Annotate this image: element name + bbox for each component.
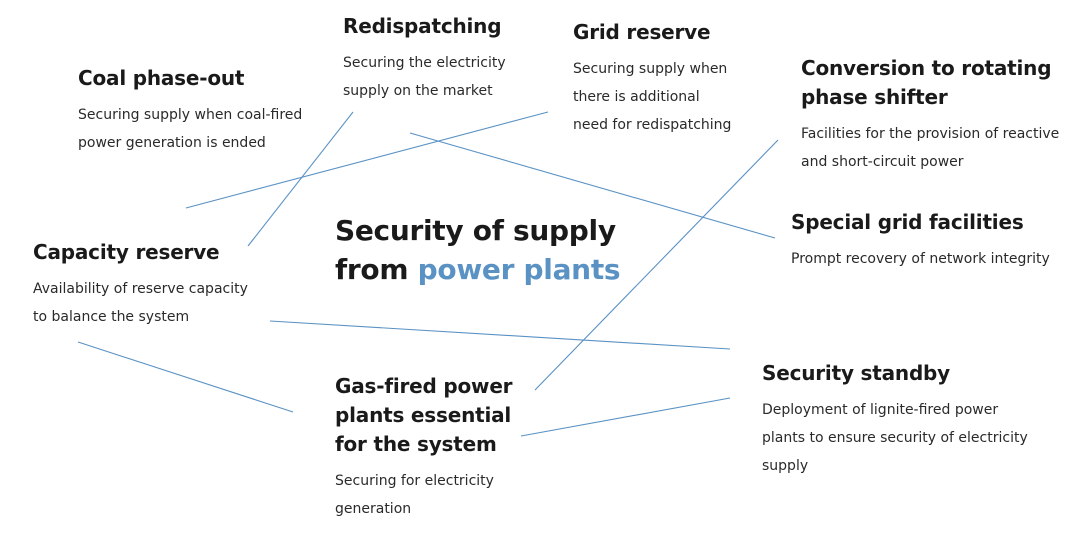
node-rotating-phase-shifter: Conversion to rotating phase shifter Fac… [801,54,1059,176]
node-title: Gas-fired power plants essential for the… [335,374,513,456]
node-description: Availability of reserve capacity to bala… [33,281,248,325]
node-title: Conversion to rotating phase shifter [801,56,1052,109]
node-title: Capacity reserve [33,240,220,264]
node-security-standby: Security standby Deployment of lignite-f… [762,359,1028,480]
central-heading-accent: power plants [417,253,621,286]
node-title: Special grid facilities [791,210,1024,234]
connector-line [534,139,779,391]
node-description: Securing for electricity generation [335,473,494,517]
central-heading: Security of supply from power plants [335,211,621,289]
node-description: Facilities for the provision of reactive… [801,126,1060,170]
connector-line [247,111,354,247]
node-capacity-reserve: Capacity reserve Availability of reserve… [33,238,248,331]
node-gas-fired-power-plants: Gas-fired power plants essential for the… [335,372,513,523]
node-description: Securing supply when coal-fired power ge… [78,107,303,151]
node-description: Securing supply when there is additional… [573,61,732,133]
connector-line [409,132,776,239]
connector-line [520,397,731,437]
node-description: Securing the electricity supply on the m… [343,55,506,99]
central-heading-line2: from power plants [335,250,621,289]
node-title: Redispatching [343,14,502,38]
node-description: Prompt recovery of network integrity [791,251,1050,267]
central-heading-line1: Security of supply [335,214,616,247]
connector-line [269,320,731,350]
connector-line [77,341,294,413]
node-title: Coal phase-out [78,66,245,90]
node-special-grid-facilities: Special grid facilities Prompt recovery … [791,208,1050,273]
connector-line [185,111,549,209]
node-title: Security standby [762,361,951,385]
node-grid-reserve: Grid reserve Securing supply when there … [573,18,731,139]
node-coal-phase-out: Coal phase-out Securing supply when coal… [78,64,302,157]
central-heading-prefix: from [335,253,409,286]
node-title: Grid reserve [573,20,711,44]
node-description: Deployment of lignite-fired power plants… [762,402,1028,474]
node-redispatching: Redispatching Securing the electricity s… [343,12,506,105]
